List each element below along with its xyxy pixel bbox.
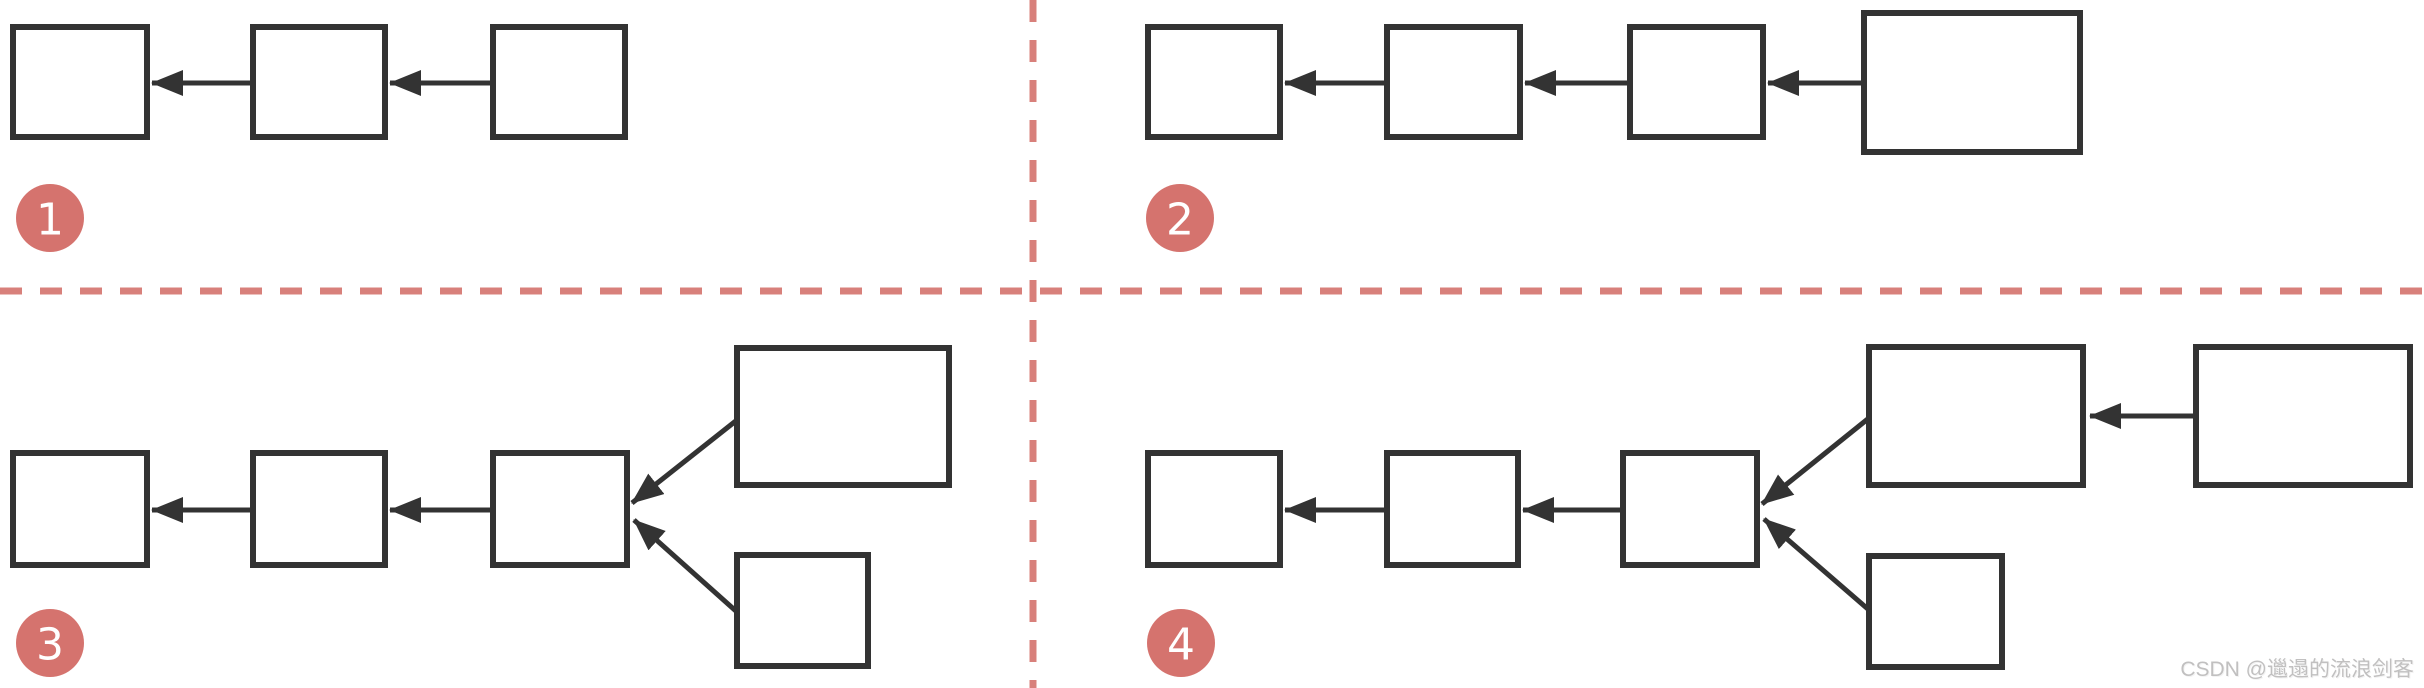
node-box bbox=[250, 24, 388, 140]
panel-1: 1 bbox=[10, 24, 628, 252]
pointer-arrow bbox=[1762, 517, 1871, 612]
step-badge-number: 1 bbox=[36, 195, 64, 246]
node-box bbox=[1384, 24, 1523, 140]
panel-3: 3 bbox=[10, 345, 952, 677]
node-box bbox=[1620, 450, 1760, 568]
step-badge bbox=[1147, 609, 1215, 677]
step-badge bbox=[16, 609, 84, 677]
node-box bbox=[250, 450, 388, 568]
step-badge bbox=[1146, 184, 1214, 252]
node-box bbox=[1866, 553, 2005, 670]
node-box bbox=[1145, 24, 1283, 140]
step-badge-number: 4 bbox=[1167, 620, 1195, 671]
pointer-arrow bbox=[1760, 416, 1871, 506]
pointer-arrow bbox=[630, 418, 739, 505]
node-box bbox=[734, 552, 871, 669]
step-badge bbox=[16, 184, 84, 252]
node-box bbox=[1384, 450, 1521, 568]
node-box bbox=[1627, 24, 1766, 140]
node-box bbox=[10, 24, 150, 140]
node-box bbox=[490, 24, 628, 140]
pointer-arrow bbox=[632, 518, 739, 614]
panel-4: 4 bbox=[1145, 344, 2413, 677]
watermark: CSDN @邋遢的流浪剑客 bbox=[2180, 658, 2414, 681]
node-box bbox=[10, 450, 150, 568]
node-box bbox=[490, 450, 630, 568]
node-box bbox=[2193, 344, 2413, 488]
node-box bbox=[1861, 10, 2083, 155]
node-box bbox=[1145, 450, 1283, 568]
step-badge-number: 2 bbox=[1166, 195, 1194, 246]
step-badge-number: 3 bbox=[36, 620, 64, 671]
node-box bbox=[1866, 344, 2086, 488]
node-box bbox=[734, 345, 952, 488]
panel-2: 2 bbox=[1145, 10, 2083, 252]
